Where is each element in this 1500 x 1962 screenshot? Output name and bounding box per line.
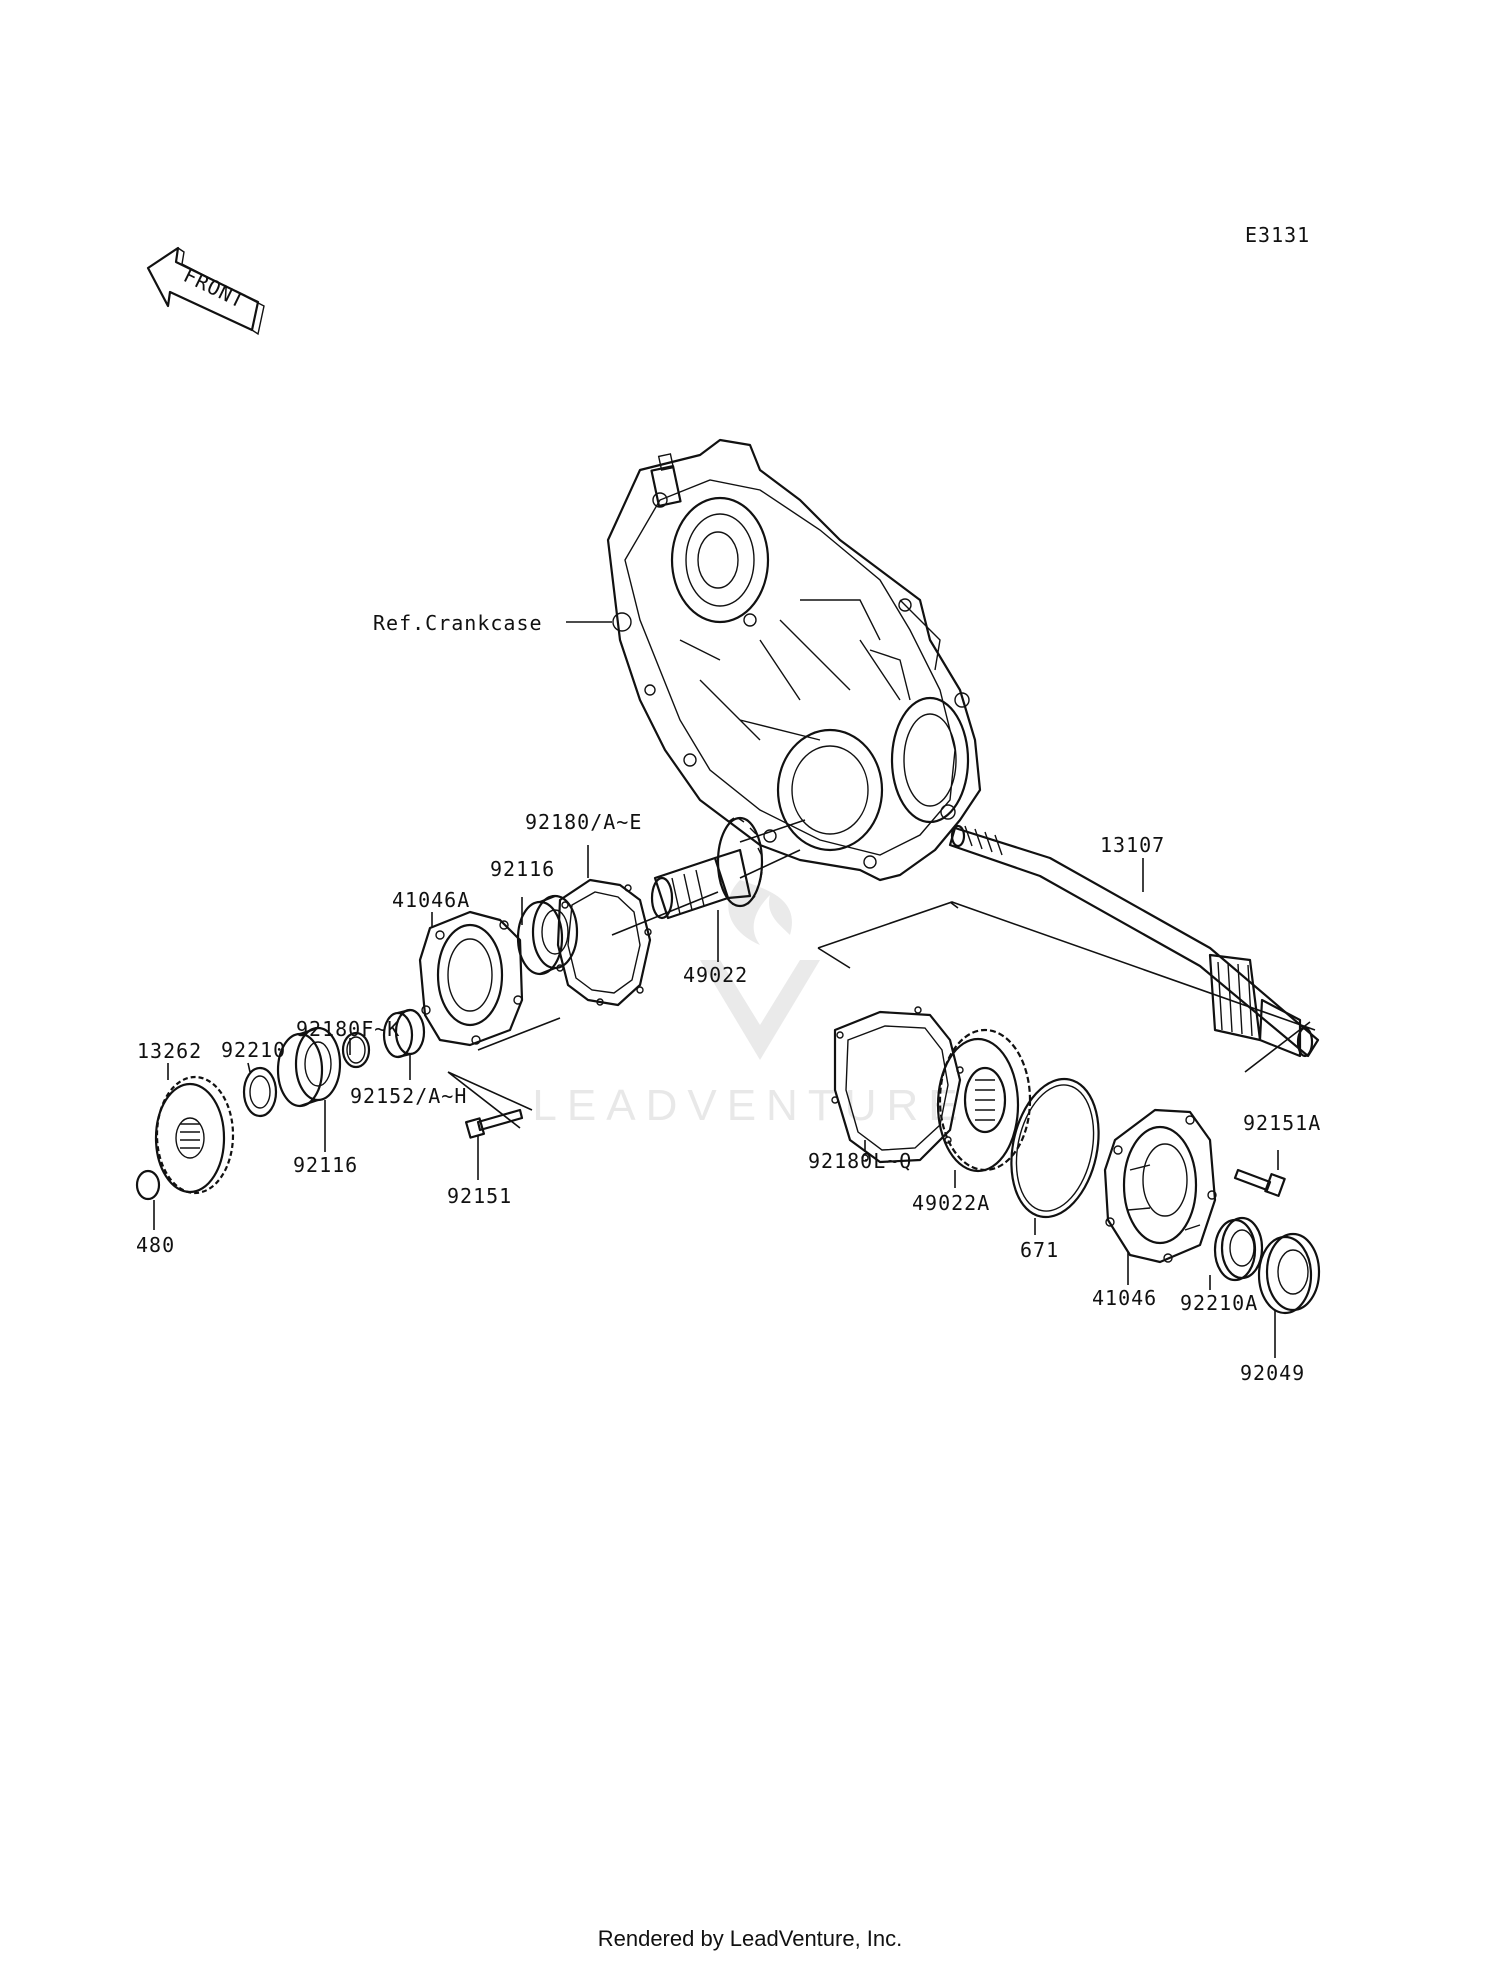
label-41046A: 41046A bbox=[392, 888, 470, 912]
label-92180F-K: 92180F~K bbox=[296, 1017, 400, 1041]
label-92210: 92210 bbox=[221, 1038, 286, 1062]
label-13107: 13107 bbox=[1100, 833, 1165, 857]
label-92151A: 92151A bbox=[1243, 1111, 1321, 1135]
seal-92049-drawing bbox=[1257, 1232, 1321, 1315]
label-49022A: 49022A bbox=[912, 1191, 990, 1215]
gear-13262-drawing bbox=[154, 1075, 235, 1195]
label-92151: 92151 bbox=[447, 1184, 512, 1208]
label-13262: 13262 bbox=[137, 1039, 202, 1063]
front-label: FRONT bbox=[180, 263, 249, 313]
bolt-92151-drawing bbox=[464, 1108, 524, 1139]
gasket-92180ae-drawing bbox=[556, 878, 652, 1007]
label-92116-top: 92116 bbox=[490, 857, 555, 881]
label-41046: 41046 bbox=[1092, 1286, 1157, 1310]
watermark-text: LEADVENTURE bbox=[532, 1081, 967, 1130]
label-671: 671 bbox=[1020, 1238, 1059, 1262]
ring-92180fk-drawing bbox=[341, 1031, 371, 1069]
label-ref-crankcase: Ref.Crankcase bbox=[373, 611, 543, 635]
diagram-code: E3131 bbox=[1245, 223, 1310, 247]
label-92152-a-h: 92152/A~H bbox=[350, 1084, 467, 1108]
circlip-480-drawing bbox=[135, 1169, 161, 1201]
housing-41046A-drawing bbox=[418, 910, 524, 1047]
label-480: 480 bbox=[136, 1233, 175, 1257]
bearing-92116-bottom-drawing bbox=[276, 1026, 342, 1108]
label-92049: 92049 bbox=[1240, 1361, 1305, 1385]
housing-41046-drawing bbox=[1103, 1108, 1217, 1264]
label-49022: 49022 bbox=[683, 963, 748, 987]
bearing-92116-top-drawing bbox=[516, 894, 579, 976]
seal-92210A-drawing bbox=[1213, 1216, 1264, 1282]
label-92180-a-e: 92180/A~E bbox=[525, 810, 642, 834]
label-92116-bottom: 92116 bbox=[293, 1153, 358, 1177]
leader-lines bbox=[153, 621, 1316, 1358]
bolt-92151A-drawing bbox=[1233, 1168, 1286, 1197]
seal-92210-drawing bbox=[242, 1066, 278, 1118]
label-92180L-Q: 92180L~Q bbox=[808, 1149, 912, 1173]
pinion-gear-49022-drawing bbox=[650, 816, 764, 920]
leadventure-watermark: LEADVENTURE bbox=[532, 880, 967, 1130]
ring-gear-49022A-drawing bbox=[936, 1028, 1032, 1173]
o-ring-671-drawing bbox=[1010, 1077, 1100, 1219]
footer-credit: Rendered by LeadVenture, Inc. bbox=[597, 1926, 903, 1951]
output-shaft-drawing bbox=[948, 824, 1320, 1058]
front-arrow-icon: FRONT bbox=[146, 246, 265, 336]
crankcase-drawing bbox=[606, 438, 982, 882]
label-92210A: 92210A bbox=[1180, 1291, 1258, 1315]
